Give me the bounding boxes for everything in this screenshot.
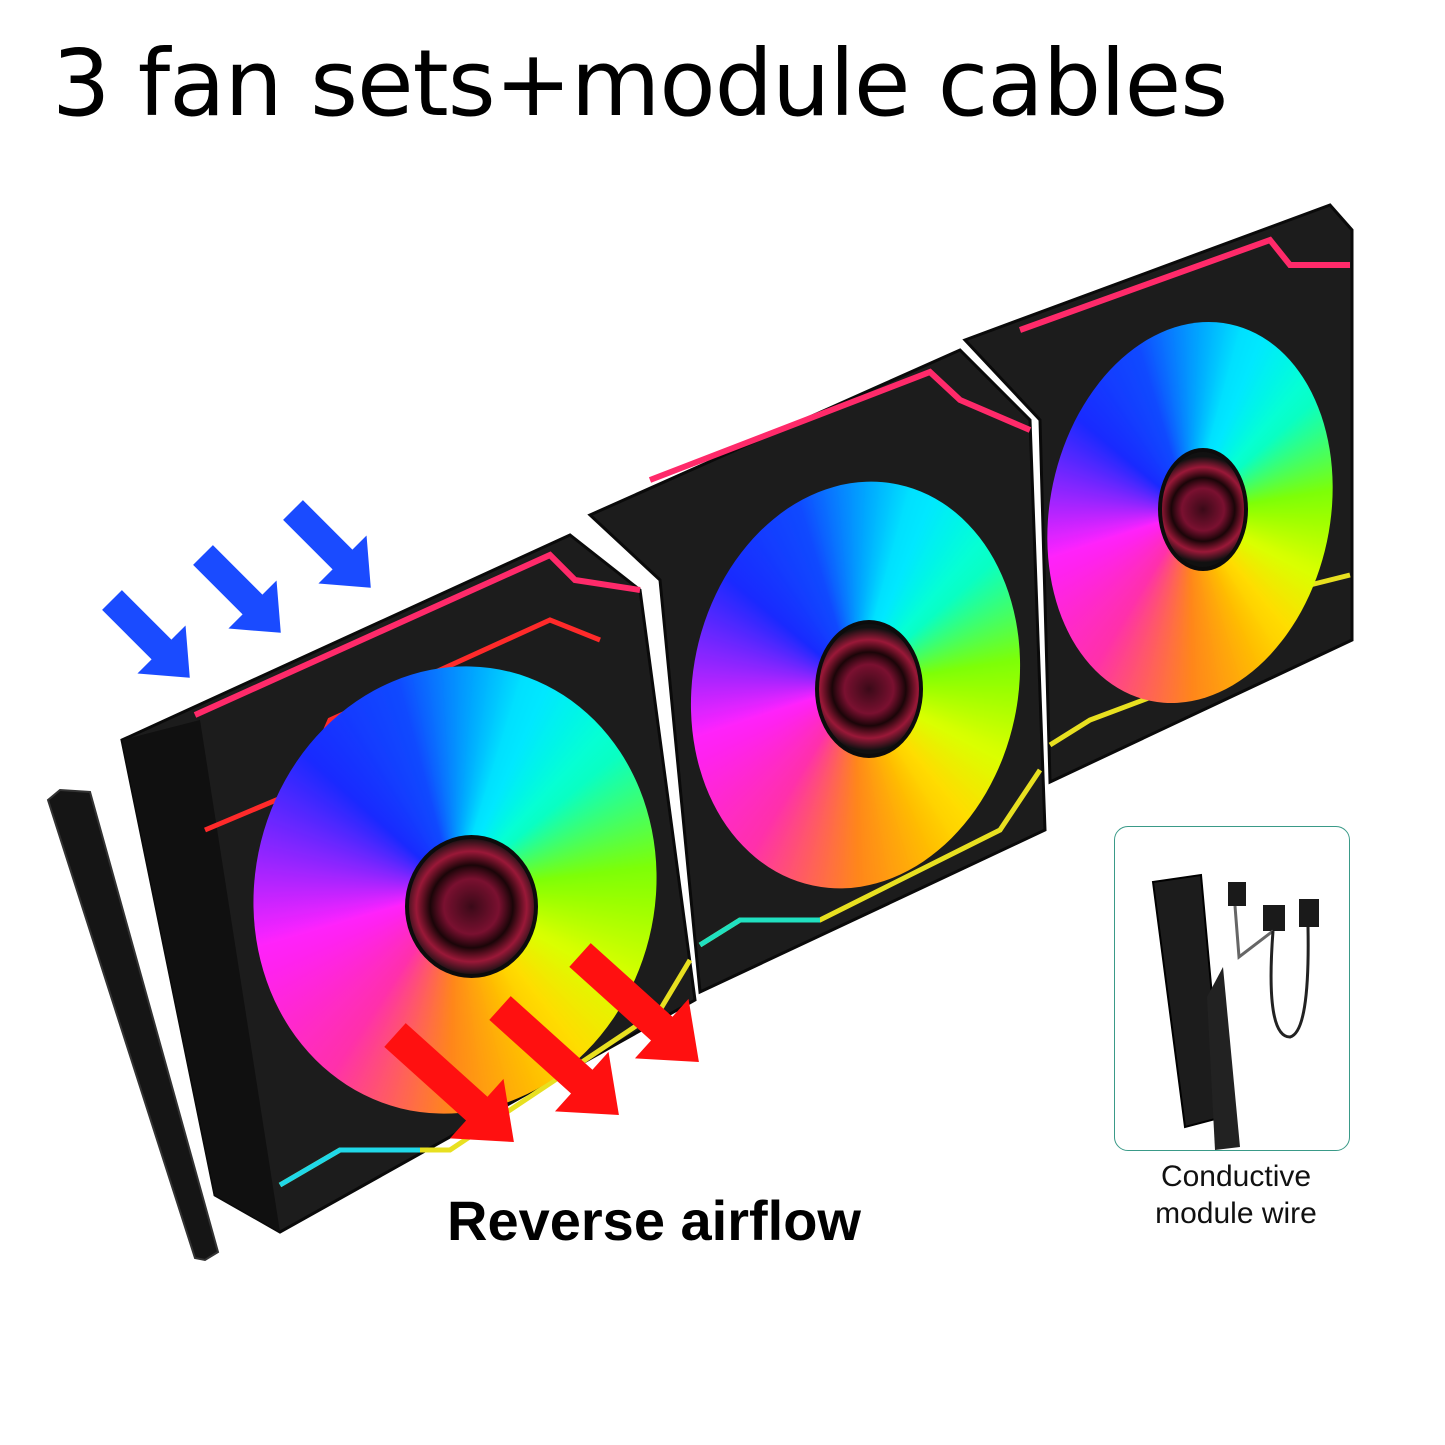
blue-arrow-icon bbox=[193, 545, 281, 633]
blue-arrow-icon bbox=[102, 590, 190, 678]
page-title: 3 fan sets+module cables bbox=[52, 30, 1228, 137]
blue-arrow-icon bbox=[283, 500, 371, 588]
module-wire-illustration bbox=[1151, 873, 1319, 1150]
fan-hub-3 bbox=[1158, 448, 1248, 571]
fan-hub-2 bbox=[815, 620, 923, 758]
inset-caption-line2: module wire bbox=[1155, 1197, 1317, 1230]
red-arrow-icon bbox=[384, 1023, 514, 1143]
fan-hub-1 bbox=[405, 835, 538, 978]
inset-caption: Conductive module wire bbox=[1114, 1158, 1358, 1232]
airflow-label: Reverse airflow bbox=[447, 1189, 861, 1252]
red-arrow-icon bbox=[489, 996, 619, 1116]
inset-caption-line1: Conductive bbox=[1160, 1160, 1312, 1193]
module-bar bbox=[46, 788, 220, 1262]
red-arrow-icon bbox=[569, 943, 699, 1063]
module-wire-inset bbox=[1114, 826, 1350, 1151]
